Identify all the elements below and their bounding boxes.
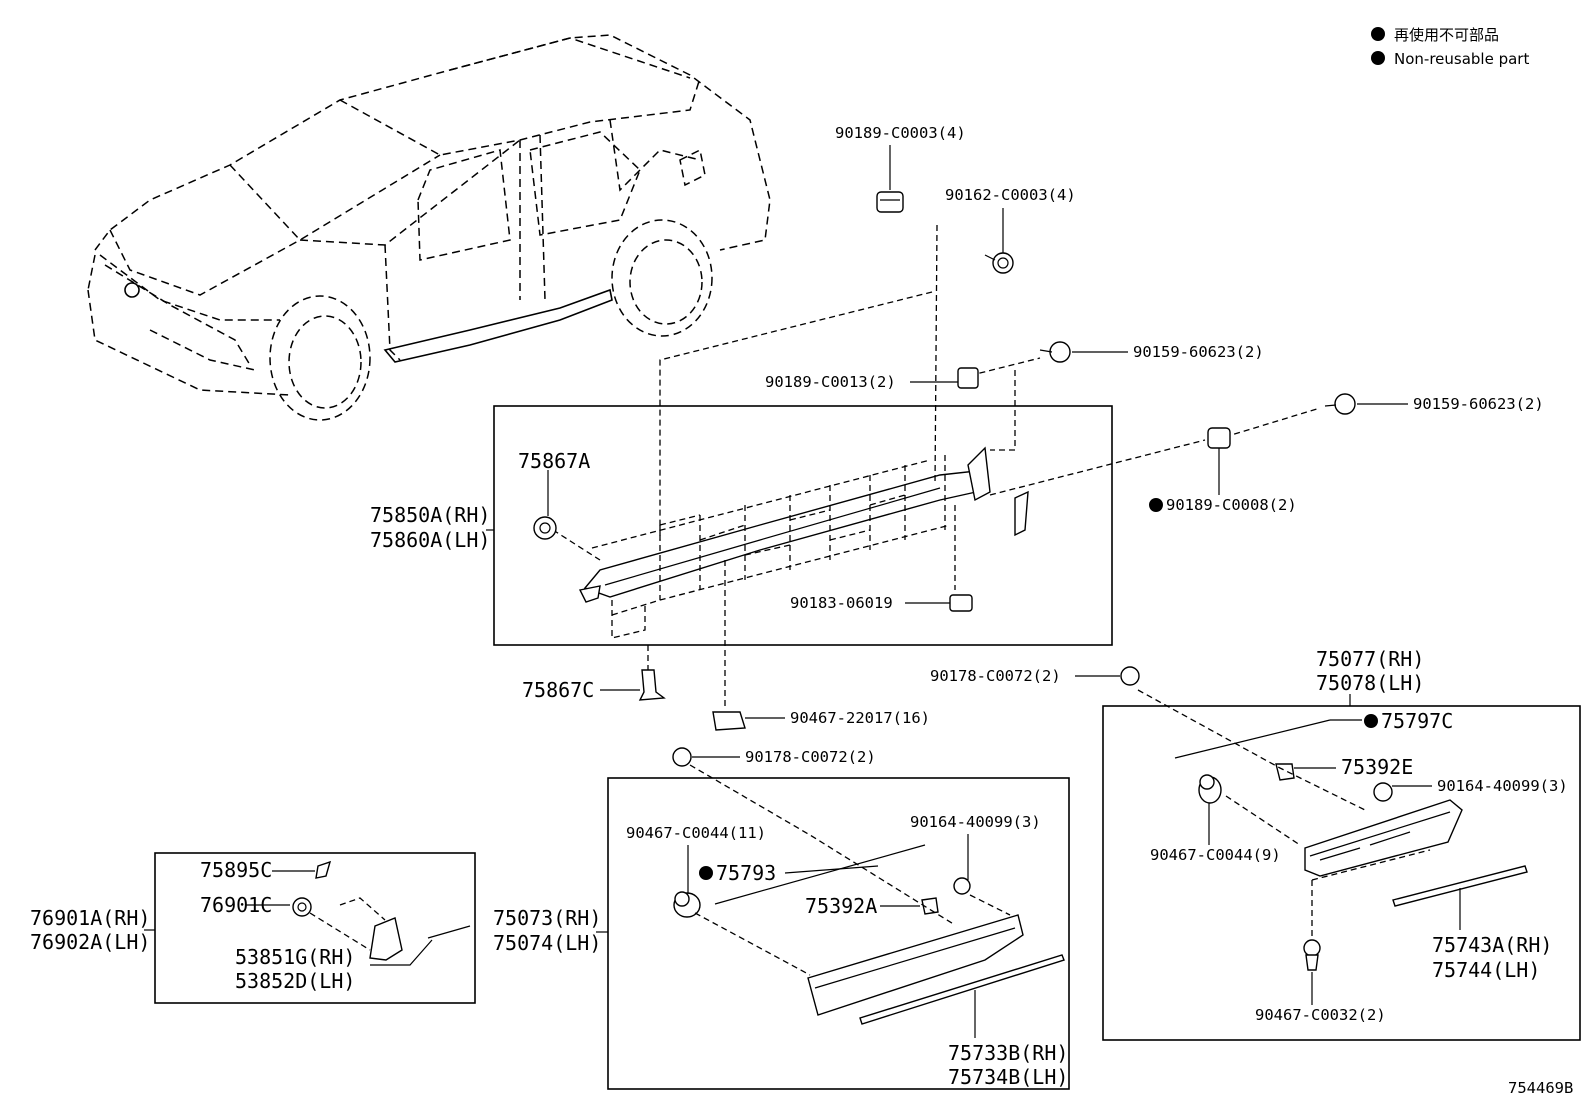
label-75867C: 75867C xyxy=(522,678,594,702)
label-90162-C0003: 90162-C0003(4) xyxy=(945,186,1076,204)
clip-90467-22017 xyxy=(712,711,746,731)
molding-75743A xyxy=(1392,865,1528,907)
mudguard-part xyxy=(369,917,403,961)
non-reusable-dot-icon xyxy=(1364,714,1378,728)
label-90467-22017: 90467-22017(16) xyxy=(790,709,930,727)
rear-garnish-part xyxy=(1304,799,1463,877)
nut-90183-06019 xyxy=(949,594,973,612)
label-76902A: 76902A(LH) xyxy=(30,930,150,954)
label-90467-C0044-11: 90467-C0044(11) xyxy=(626,824,766,842)
label-75073: 75073(RH) xyxy=(493,906,601,930)
label-90189-C0013: 90189-C0013(2) xyxy=(765,373,896,391)
label-75734B: 75734B(LH) xyxy=(948,1065,1068,1089)
rocker-panel-part xyxy=(578,446,1029,603)
bolt-90164-40099-b xyxy=(953,877,971,895)
legend: 再使用不可部品 Non-reusable part xyxy=(1371,26,1529,68)
clip-90467-C0044-11 xyxy=(673,891,701,918)
clip-90467-C0032 xyxy=(1303,939,1321,971)
non-reusable-dot-icon xyxy=(1371,51,1385,65)
bolt-90159-60623-b xyxy=(1324,393,1356,415)
nut-90178-C0072-b xyxy=(672,747,692,767)
clip-75392E xyxy=(1275,763,1295,781)
label-75860A: 75860A(LH) xyxy=(370,528,490,552)
nut-90178-C0072-a xyxy=(1120,666,1140,686)
label-75074: 75074(LH) xyxy=(493,931,601,955)
grommet-75867A xyxy=(533,516,557,540)
label-90159-60623-b: 90159-60623(2) xyxy=(1413,395,1544,413)
label-90467-C0044-9: 90467-C0044(9) xyxy=(1150,846,1281,864)
label-90159-60623-a: 90159-60623(2) xyxy=(1133,343,1264,361)
mudguard-group-box xyxy=(154,852,476,1004)
molding-75733B xyxy=(859,954,1065,1025)
clip-75867C xyxy=(638,669,666,701)
rear-garnish-group-box xyxy=(1102,705,1581,1041)
label-75850A: 75850A(RH) xyxy=(370,503,490,527)
label-90164-40099-a: 90164-40099(3) xyxy=(1437,777,1568,795)
label-75793: 75793 xyxy=(716,861,776,885)
label-75392A: 75392A xyxy=(805,894,877,918)
label-90467-C0032: 90467-C0032(2) xyxy=(1255,1006,1386,1024)
label-75743A: 75743A(RH) xyxy=(1432,933,1552,957)
label-75733B: 75733B(RH) xyxy=(948,1041,1068,1065)
side-molding-group-box xyxy=(607,777,1070,1090)
rocker-panel-group-box xyxy=(493,405,1113,646)
label-90178-C0072-a: 90178-C0072(2) xyxy=(930,667,1061,685)
non-reusable-dot-icon xyxy=(699,866,713,880)
label-90189-C0003: 90189-C0003(4) xyxy=(835,124,966,142)
non-reusable-dot-icon xyxy=(1149,498,1163,512)
label-90189-C0008: 90189-C0008(2) xyxy=(1166,496,1297,514)
bolt-90164-40099-a xyxy=(1373,782,1393,802)
rocker-dash-guides xyxy=(591,455,951,639)
label-75077: 75077(RH) xyxy=(1316,647,1424,671)
clip-90189-C0013 xyxy=(957,367,979,389)
label-53851G: 53851G(RH) xyxy=(235,945,355,969)
label-76901A: 76901A(RH) xyxy=(30,906,150,930)
clip-75392A xyxy=(921,897,939,915)
bolt-90159-60623-a xyxy=(1039,341,1071,363)
label-75392E: 75392E xyxy=(1341,755,1413,779)
fastener-90189-C0003 xyxy=(876,191,904,213)
pad-75895C xyxy=(315,860,332,879)
clip-76901C xyxy=(292,897,312,917)
clip-90467-C0044-9 xyxy=(1198,774,1222,804)
label-90164-40099-b: 90164-40099(3) xyxy=(910,813,1041,831)
label-90178-C0072-b: 90178-C0072(2) xyxy=(745,748,876,766)
label-75867A: 75867A xyxy=(518,449,590,473)
label-75797C: 75797C xyxy=(1381,709,1453,733)
label-75895C: 75895C xyxy=(200,858,272,882)
vehicle-outline xyxy=(87,34,771,421)
legend-en: Non-reusable part xyxy=(1394,50,1529,68)
side-molding-part xyxy=(807,914,1024,1016)
label-75078: 75078(LH) xyxy=(1316,671,1424,695)
clip-90189-C0008 xyxy=(1207,427,1231,449)
label-75744: 75744(LH) xyxy=(1432,958,1540,982)
label-90183-06019: 90183-06019 xyxy=(790,594,893,612)
label-53852D: 53852D(LH) xyxy=(235,969,355,993)
bolt-90162-C0003 xyxy=(984,252,1014,274)
non-reusable-dot-icon xyxy=(1371,27,1385,41)
legend-jp: 再使用不可部品 xyxy=(1394,26,1499,44)
figure-code: 754469B xyxy=(1508,1079,1573,1097)
